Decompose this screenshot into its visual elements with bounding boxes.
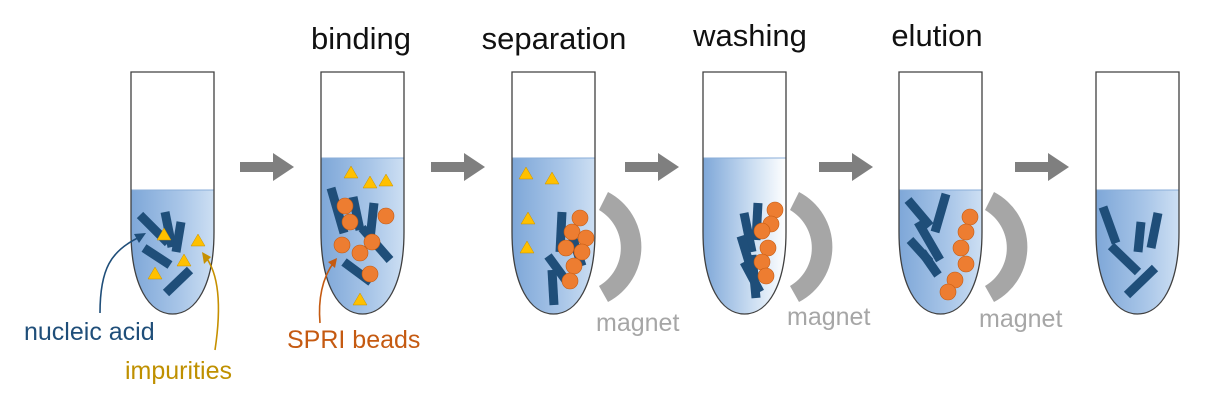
liquid [131, 190, 214, 314]
spri-bead [952, 239, 970, 257]
spri-beads-label: SPRI beads [287, 326, 420, 354]
spri-bead [753, 222, 771, 240]
liquid [321, 158, 404, 314]
step-title-elution: elution [891, 18, 982, 53]
step-title-washing: washing [692, 18, 807, 53]
nucleic-acid-fragment [904, 197, 934, 229]
spri-bead [577, 229, 595, 247]
spri-bead [939, 283, 957, 301]
spri-bead [757, 267, 775, 285]
step-title-binding: binding [311, 21, 411, 56]
spri-bead [563, 223, 581, 241]
arrowhead-icon [328, 258, 337, 268]
spri-bead [759, 239, 777, 257]
magnet-icon [985, 192, 1028, 302]
tube-binding [320, 71, 405, 315]
arrowhead-icon [202, 252, 211, 264]
tube-eluate [1095, 71, 1180, 315]
spri-beads-pointer [318, 261, 335, 324]
arrowhead-icon [134, 233, 146, 243]
spri-bead [573, 243, 591, 261]
impurity-particle [520, 211, 536, 225]
step-title-separation: separation [482, 21, 627, 56]
magnet-icon [599, 192, 642, 302]
nucleic-acid-fragment [1133, 221, 1146, 253]
spri-bead [557, 239, 575, 257]
magnet-label: magnet [596, 309, 679, 337]
spri-bead [766, 201, 784, 219]
impurity-particle [156, 227, 172, 241]
spri-bead [351, 244, 369, 262]
tube-separation [511, 71, 596, 315]
liquid [1096, 190, 1179, 314]
spri-bead [341, 213, 359, 231]
tube-washing [702, 71, 787, 315]
spri-bead [571, 209, 589, 227]
impurity-particle [147, 266, 163, 280]
arrow-right-icon [1015, 153, 1069, 181]
spri-bead [336, 197, 354, 215]
nucleic-acid-fragment [1107, 242, 1142, 276]
impurity-particle [352, 292, 368, 306]
arrow-right-icon [240, 153, 294, 181]
impurities-pointer [204, 255, 220, 351]
spri-bead [561, 272, 579, 290]
impurities-label: impurities [125, 357, 232, 385]
magnet-label: magnet [787, 303, 870, 331]
nucleic-acid-fragment [162, 266, 194, 297]
nucleic-acid-fragment [918, 249, 942, 278]
impurity-particle [378, 173, 394, 187]
nucleic-acid-fragment [930, 192, 951, 234]
nucleic-acid-fragment [1123, 264, 1159, 299]
impurity-particle [518, 166, 534, 180]
arrow-right-icon [431, 153, 485, 181]
impurity-particle [362, 175, 378, 189]
tube-sample [130, 71, 215, 315]
tube-elution [898, 71, 983, 315]
nucleic-acid-fragment [914, 219, 944, 263]
nucleic-acid-fragment [747, 254, 761, 299]
nucleic-acid-fragment [739, 212, 757, 253]
arrow-right-icon [625, 153, 679, 181]
spri-bead [377, 207, 395, 225]
impurity-particle [190, 233, 206, 247]
nucleic-acid-fragment [1146, 212, 1163, 249]
arrow-right-icon [819, 153, 873, 181]
spri-bead [361, 265, 379, 283]
impurity-particle [343, 165, 359, 179]
impurity-particle [519, 240, 535, 254]
magnet-label: magnet [979, 305, 1062, 333]
impurity-particle [544, 171, 560, 185]
nucleic-acid-label: nucleic acid [24, 318, 155, 346]
spri-bead [957, 255, 975, 273]
spri-bead [957, 223, 975, 241]
spri-bead [565, 257, 583, 275]
nucleic-acid-fragment [547, 269, 559, 306]
magnet-icon [790, 192, 833, 302]
nucleic-acid-fragment [171, 221, 186, 253]
nucleic-acid-pointer [99, 235, 143, 314]
spri-bead [753, 253, 771, 271]
spri-bead [363, 233, 381, 251]
nucleic-acid-fragment [141, 244, 173, 269]
nucleic-acid-fragment [326, 186, 349, 235]
nucleic-acid-fragment [348, 196, 365, 231]
nucleic-acid-fragment [1098, 205, 1121, 245]
spri-bead [333, 236, 351, 254]
nucleic-acid-fragment [160, 211, 177, 248]
impurity-particle [176, 253, 192, 267]
spri-bead [961, 208, 979, 226]
